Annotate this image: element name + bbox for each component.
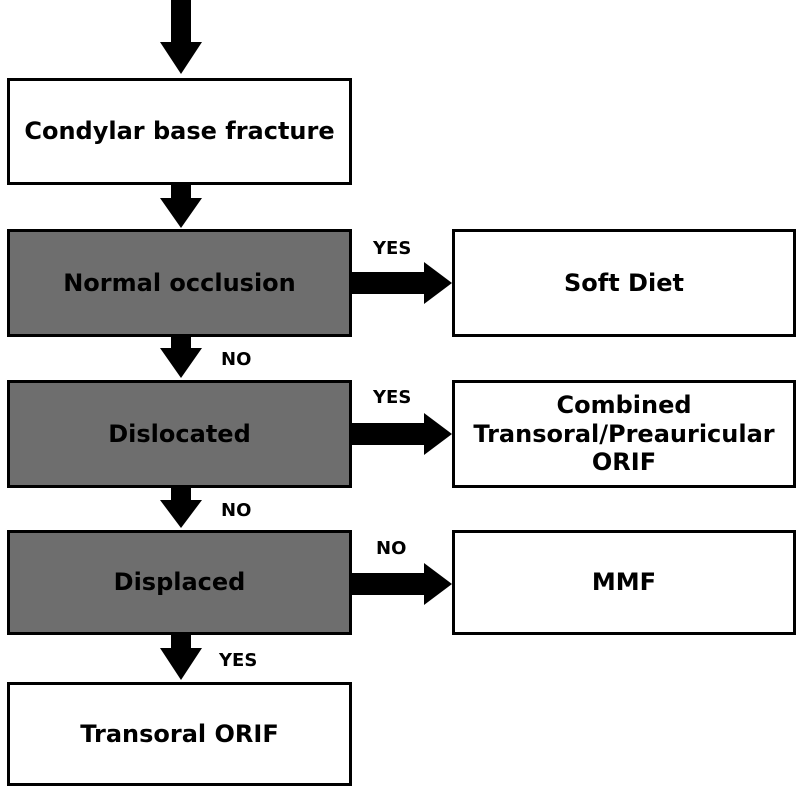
edge-label-displaced-yes: YES — [219, 650, 258, 671]
edge-label-occlusion-no: NO — [221, 349, 252, 370]
soft-diet-label: Soft Diet — [564, 268, 684, 297]
dislocated-box: Dislocated — [7, 380, 352, 488]
dislocated-label: Dislocated — [108, 419, 251, 448]
combined-orif-box: Combined Transoral/Preauricular ORIF — [452, 380, 796, 488]
combined-orif-line2: Transoral/Preauricular — [473, 419, 775, 448]
mmf-label: MMF — [591, 568, 657, 597]
arrow-occlusion-no — [160, 336, 202, 378]
combined-orif-line3: ORIF — [591, 448, 657, 477]
displaced-label: Displaced — [113, 568, 246, 597]
arrow-condylar-to-occlusion — [160, 184, 202, 228]
combined-orif-line1: Combined — [556, 390, 692, 419]
edge-label-occlusion-yes: YES — [373, 238, 412, 259]
edge-label-displaced-no: NO — [376, 538, 407, 559]
soft-diet-box: Soft Diet — [452, 229, 796, 337]
condylar-base-fracture-label: Condylar base fracture — [24, 117, 335, 146]
edge-label-dislocated-yes: YES — [373, 387, 412, 408]
arrow-entry — [160, 0, 202, 74]
transoral-orif-box: Transoral ORIF — [7, 682, 352, 786]
condylar-base-fracture-box: Condylar base fracture — [7, 78, 352, 185]
transoral-orif-label: Transoral ORIF — [80, 719, 279, 748]
displaced-box: Displaced — [7, 530, 352, 635]
normal-occlusion-label: Normal occlusion — [63, 268, 296, 297]
arrow-displaced-yes — [160, 634, 202, 680]
arrow-dislocated-no — [160, 487, 202, 528]
arrow-dislocated-yes — [350, 413, 452, 455]
normal-occlusion-box: Normal occlusion — [7, 229, 352, 337]
mmf-box: MMF — [452, 530, 796, 635]
arrow-occlusion-yes — [350, 262, 452, 304]
arrow-displaced-no — [350, 563, 452, 605]
edge-label-dislocated-no: NO — [221, 500, 252, 521]
